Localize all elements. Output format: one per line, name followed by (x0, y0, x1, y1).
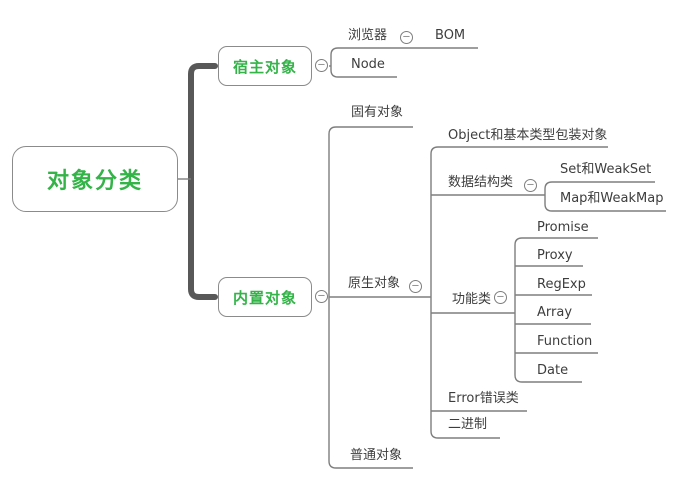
node-array[interactable]: Array (537, 305, 573, 320)
branch-line (330, 47, 478, 78)
node-set-weakset[interactable]: Set和WeakSet (560, 162, 652, 177)
node-promise[interactable]: Promise (537, 220, 589, 235)
branch-node-host-objects[interactable]: 宿主对象 (218, 46, 312, 86)
collapse-icon-browser[interactable]: − (400, 31, 413, 44)
node-regexp[interactable]: RegExp (537, 277, 586, 292)
root-bracket-line (188, 63, 218, 300)
minus-icon: − (526, 179, 535, 190)
minus-icon: − (411, 280, 420, 291)
node-object-wrapper-types[interactable]: Object和基本类型包装对象 (448, 128, 608, 143)
collapse-icon-functional-class[interactable]: − (494, 291, 507, 304)
node-date[interactable]: Date (537, 363, 569, 378)
node-binary[interactable]: 二进制 (448, 417, 488, 432)
node-node[interactable]: Node (351, 57, 385, 72)
branch-node-builtin-objects[interactable]: 内置对象 (218, 277, 312, 317)
minus-icon: − (317, 290, 326, 301)
node-functional-class[interactable]: 功能类 (452, 292, 492, 307)
collapse-icon-host-objects[interactable]: − (315, 59, 328, 72)
node-error-class[interactable]: Error错误类 (448, 391, 519, 406)
minus-icon: − (496, 291, 505, 302)
minus-icon: − (402, 31, 411, 42)
root-node-object-classification[interactable]: 对象分类 (12, 146, 178, 212)
collapse-icon-builtin-objects[interactable]: − (315, 290, 328, 303)
node-intrinsic-objects[interactable]: 固有对象 (351, 105, 404, 120)
node-function[interactable]: Function (537, 334, 593, 349)
node-map-weakmap[interactable]: Map和WeakMap (560, 191, 664, 206)
node-plain-objects[interactable]: 普通对象 (350, 448, 403, 463)
node-data-structure-class[interactable]: 数据结构类 (448, 175, 514, 190)
node-bom[interactable]: BOM (435, 28, 466, 43)
node-proxy[interactable]: Proxy (537, 248, 573, 263)
collapse-icon-data-structure-class[interactable]: − (524, 179, 537, 192)
branch-line (514, 237, 598, 383)
branch-line (544, 181, 666, 212)
node-browser[interactable]: 浏览器 (348, 28, 388, 43)
branch-line (430, 146, 608, 439)
node-native-objects[interactable]: 原生对象 (348, 276, 401, 291)
minus-icon: − (317, 59, 326, 70)
collapse-icon-native-objects[interactable]: − (409, 280, 422, 293)
